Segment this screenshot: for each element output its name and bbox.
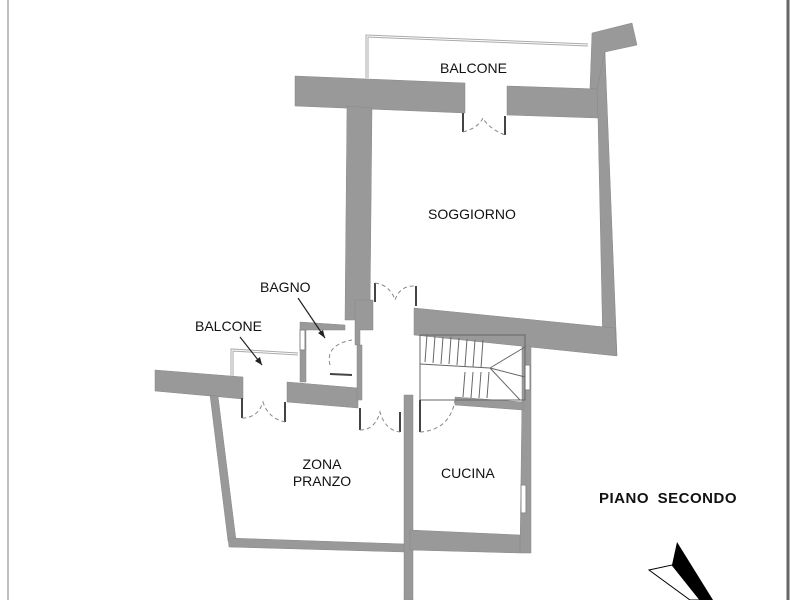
zona-pranzo-line1: ZONA — [302, 456, 342, 472]
north-arrow-icon — [647, 542, 713, 600]
floor-title: PIANO SECONDO — [599, 490, 738, 507]
room-label-balcone-left: BALCONE — [195, 318, 262, 334]
staircase — [419, 334, 526, 401]
walls — [154, 22, 638, 600]
balcony-railing-left — [230, 348, 299, 376]
zona-pranzo-line2: PRANZO — [292, 473, 352, 489]
room-label-bagno: BAGNO — [260, 279, 311, 295]
room-label-soggiorno: SOGGIORNO — [428, 206, 516, 222]
label-arrows — [239, 297, 326, 366]
balcony-railing-top — [365, 34, 589, 78]
windows — [299, 329, 531, 514]
doors — [241, 113, 506, 433]
room-label-zona-pranzo: ZONA PRANZO — [282, 456, 362, 490]
room-label-cucina: CUCINA — [441, 465, 495, 481]
room-label-balcone-top: BALCONE — [440, 60, 507, 76]
